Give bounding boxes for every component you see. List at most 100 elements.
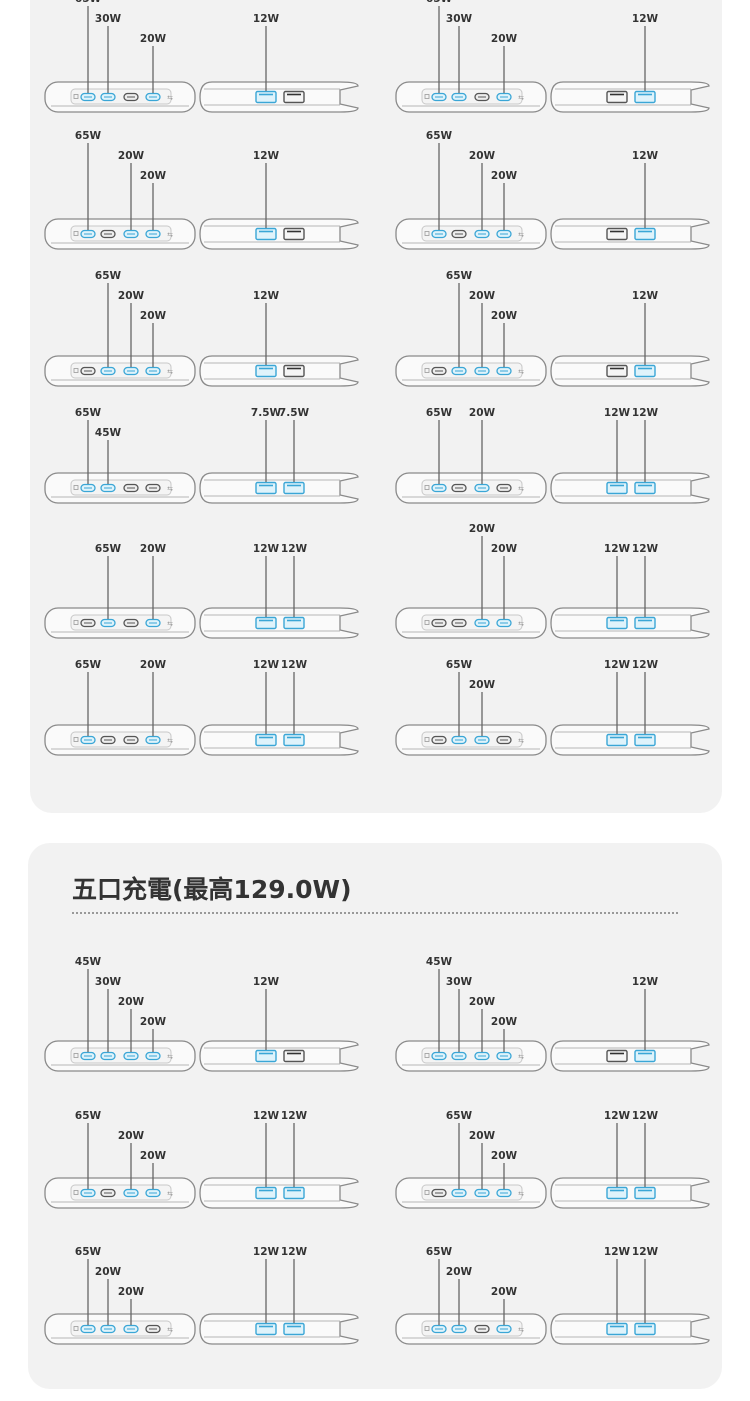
- usb-a-side-body: [550, 724, 710, 756]
- usb-a-port-idle: [606, 90, 628, 104]
- usb-a-port-active: [634, 616, 656, 630]
- power-label: 20W: [469, 679, 496, 691]
- usb-a-port-active: [283, 1322, 305, 1336]
- usb-a-side-body: [550, 1177, 710, 1209]
- power-label: 7.5W: [279, 407, 310, 419]
- port-strip: [421, 362, 523, 379]
- led-icon: [73, 231, 79, 236]
- port-strip: [421, 1184, 523, 1201]
- section-title: 五口充電(最高129.0W): [72, 875, 352, 904]
- power-label: 12W: [632, 290, 659, 302]
- usb-a-port-active: [634, 1049, 656, 1063]
- power-label: 65W: [446, 1110, 473, 1122]
- power-label: 20W: [469, 407, 496, 419]
- usb-symbol-icon: ⇆: [167, 620, 173, 628]
- power-label: 20W: [446, 1266, 473, 1278]
- usb-a-side-body: [550, 1040, 710, 1072]
- power-label: 30W: [446, 976, 473, 988]
- power-label: 12W: [632, 13, 659, 25]
- power-label: 30W: [95, 976, 122, 988]
- usb-a-side-body: [199, 472, 359, 504]
- power-label: 65W: [426, 407, 453, 419]
- usb-symbol-icon: ⇆: [518, 1190, 524, 1198]
- usb-a-port-active: [634, 733, 656, 747]
- power-label: 12W: [253, 659, 280, 671]
- led-icon: [73, 94, 79, 99]
- usb-symbol-icon: ⇆: [518, 737, 524, 745]
- usb-a-side-body: [199, 1177, 359, 1209]
- power-label: 65W: [446, 270, 473, 282]
- power-label: 12W: [632, 976, 659, 988]
- usb-a-side-body: [199, 724, 359, 756]
- power-label: 65W: [75, 1110, 102, 1122]
- power-label: 12W: [632, 659, 659, 671]
- usb-symbol-icon: ⇆: [167, 368, 173, 376]
- led-icon: [424, 485, 430, 490]
- usb-a-side-body: [199, 607, 359, 639]
- power-label: 65W: [75, 130, 102, 142]
- power-label: 65W: [426, 0, 453, 5]
- charging-config: ⇆65W30W20W12W: [395, 0, 710, 113]
- usb-a-port-idle: [606, 227, 628, 241]
- usb-a-port-active: [634, 227, 656, 241]
- usb-a-port-active: [606, 481, 628, 495]
- usb-a-port-active: [255, 1322, 277, 1336]
- port-strip: [421, 1320, 523, 1337]
- power-label: 20W: [469, 996, 496, 1008]
- usb-symbol-icon: ⇆: [518, 368, 524, 376]
- usb-a-port-active: [606, 616, 628, 630]
- power-label: 20W: [118, 290, 145, 302]
- power-label: 20W: [95, 1266, 122, 1278]
- power-label: 12W: [281, 543, 308, 555]
- usb-a-port-active: [606, 733, 628, 747]
- power-label: 20W: [118, 1286, 145, 1298]
- usb-a-port-active: [255, 227, 277, 241]
- usb-a-port-active: [606, 1186, 628, 1200]
- led-icon: [73, 368, 79, 373]
- usb-a-port-active: [606, 1322, 628, 1336]
- usb-a-port-active: [255, 90, 277, 104]
- usb-a-port-idle: [283, 227, 305, 241]
- led-icon: [73, 737, 79, 742]
- usb-symbol-icon: ⇆: [167, 1053, 173, 1061]
- usb-a-port-active: [255, 616, 277, 630]
- port-strip: [421, 479, 523, 496]
- port-strip: [70, 1184, 172, 1201]
- usb-symbol-icon: ⇆: [167, 1190, 173, 1198]
- power-label: 12W: [604, 543, 631, 555]
- power-label: 65W: [426, 130, 453, 142]
- usb-symbol-icon: ⇆: [167, 1326, 173, 1334]
- led-icon: [73, 485, 79, 490]
- led-icon: [73, 1190, 79, 1195]
- power-label: 12W: [604, 659, 631, 671]
- led-icon: [424, 231, 430, 236]
- power-label: 65W: [75, 659, 102, 671]
- usb-symbol-icon: ⇆: [518, 1326, 524, 1334]
- port-strip: [70, 88, 172, 105]
- power-label: 45W: [95, 427, 122, 439]
- power-label: 20W: [491, 543, 518, 555]
- power-label: 20W: [118, 150, 145, 162]
- usb-symbol-icon: ⇆: [518, 94, 524, 102]
- power-label: 65W: [75, 1246, 102, 1258]
- port-strip: [421, 88, 523, 105]
- led-icon: [424, 620, 430, 625]
- port-strip: [70, 479, 172, 496]
- panel-five-port: [28, 843, 722, 1389]
- power-label: 20W: [118, 996, 145, 1008]
- led-icon: [73, 1326, 79, 1331]
- power-label: 20W: [491, 1016, 518, 1028]
- usb-a-side-body: [550, 1313, 710, 1345]
- usb-symbol-icon: ⇆: [518, 620, 524, 628]
- port-strip: [421, 614, 523, 631]
- usb-symbol-icon: ⇆: [167, 231, 173, 239]
